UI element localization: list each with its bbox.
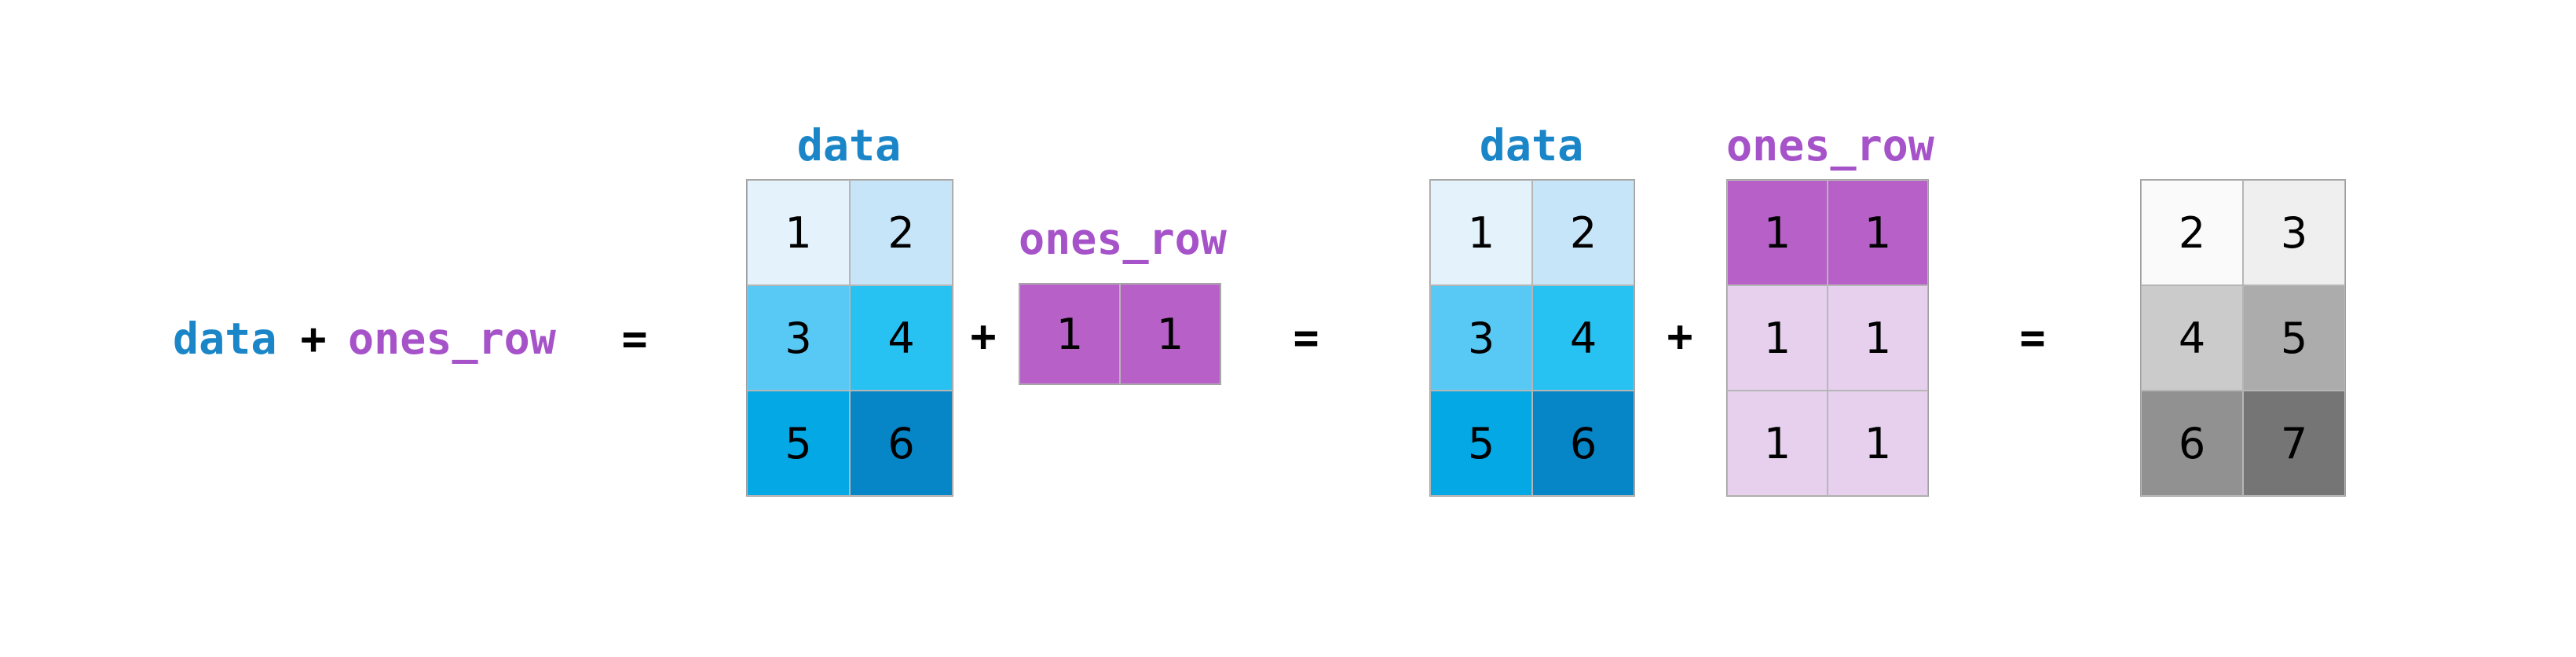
matrix-cell: 3 xyxy=(2243,180,2345,285)
equation-data-label: data xyxy=(173,314,277,364)
equals-operator: = xyxy=(621,314,648,364)
plus-operator: + xyxy=(970,310,997,362)
matrix-cell: 6 xyxy=(2141,391,2243,496)
matrix-title-data-left: data xyxy=(796,120,902,171)
matrix-title-ones-row-broadcast: ones_row xyxy=(1726,120,1934,171)
matrix-cell: 2 xyxy=(850,180,953,285)
equation-ones-row-label: ones_row xyxy=(348,314,556,364)
equals-operator: = xyxy=(2019,312,2046,363)
matrix-cell: 1 xyxy=(1727,180,1828,285)
matrix-cell: 1 xyxy=(1120,284,1220,384)
plus-operator: + xyxy=(300,314,327,364)
matrix-cell: 5 xyxy=(1430,391,1532,496)
matrix-cell: 6 xyxy=(1532,391,1634,496)
matrix-cell: 2 xyxy=(2141,180,2243,285)
matrix-cell: 4 xyxy=(1532,285,1634,391)
matrix-cell: 1 xyxy=(747,180,850,285)
matrix-cell: 1 xyxy=(1430,180,1532,285)
matrix-title-data-right: data xyxy=(1479,120,1584,171)
matrix-cell: 6 xyxy=(850,391,953,496)
matrix-cell: 1 xyxy=(1828,285,1928,391)
matrix-cell: 4 xyxy=(850,285,953,391)
matrix-cell: 2 xyxy=(1532,180,1634,285)
matrix-cell: 1 xyxy=(1727,285,1828,391)
matrix-cell: 7 xyxy=(2243,391,2345,496)
matrix-cell: 3 xyxy=(1430,285,1532,391)
matrix-cell: 1 xyxy=(1727,391,1828,496)
matrix-cell: 5 xyxy=(747,391,850,496)
matrix-title-ones-row: ones_row xyxy=(1019,214,1227,264)
matrix-cell: 1 xyxy=(1828,391,1928,496)
matrix-cell: 5 xyxy=(2243,285,2345,391)
matrix-cell: 1 xyxy=(1828,180,1928,285)
equals-operator: = xyxy=(1293,312,1319,363)
matrix-cell: 1 xyxy=(1019,284,1120,384)
matrix-cell: 3 xyxy=(747,285,850,391)
plus-operator: + xyxy=(1667,310,1693,362)
matrix-cell: 4 xyxy=(2141,285,2243,391)
